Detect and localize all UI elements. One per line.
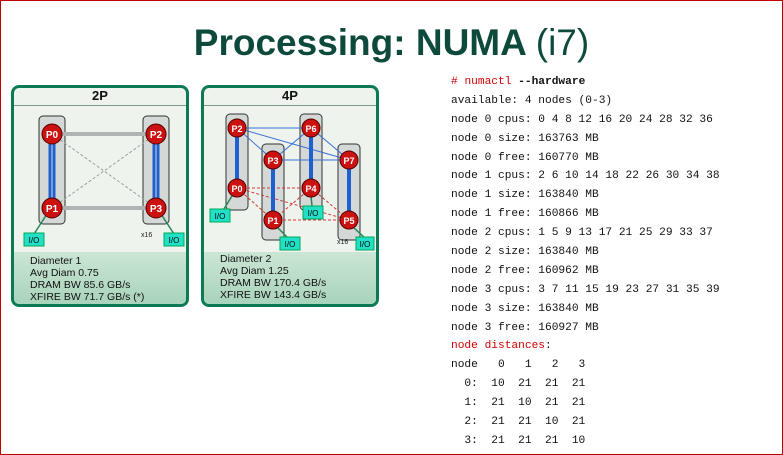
command-line: # numactl --hardware [451, 73, 720, 92]
stat-diameter: Diameter 2 [220, 253, 272, 265]
svg-text:P1: P1 [267, 216, 278, 226]
stat-avg-diam: Avg Diam 0.75 [30, 267, 99, 279]
numactl-output: # numactl --hardware available: 4 nodes … [451, 73, 720, 451]
output-line: node 3 size: 163840 MB [451, 302, 599, 315]
node-p0: P0 [41, 123, 63, 145]
distance-matrix-row: 3: 21 21 21 10 [451, 434, 586, 447]
x16-label: x16 [337, 239, 348, 246]
svg-text:P5: P5 [343, 216, 354, 226]
stat-dram-bw: DRAM BW 85.6 GB/s [30, 279, 131, 291]
stat-diameter: Diameter 1 [30, 255, 82, 267]
node-p0: P0 [227, 178, 247, 198]
distance-matrix-row: 0: 10 21 21 21 [451, 378, 586, 391]
output-line: node 2 size: 163840 MB [451, 246, 599, 259]
distance-matrix-row: 1: 21 10 21 21 [451, 397, 586, 410]
svg-text:P2: P2 [231, 124, 242, 134]
svg-text:P0: P0 [46, 130, 59, 141]
svg-text:I/O: I/O [169, 236, 180, 245]
output-line: node 2 cpus: 1 5 9 13 17 21 25 29 33 37 [451, 227, 713, 240]
blue-links [236, 127, 350, 161]
distances-label: node distances [451, 340, 545, 353]
red-links [236, 187, 350, 221]
prompt: # [451, 76, 465, 88]
topology-diagram-4p: P2 P0 P3 P1 P6 P4 P7 P5 I/O I/O I/O I/O … [209, 113, 375, 251]
distance-matrix-row: 2: 21 21 10 21 [451, 416, 586, 429]
node-p2: P2 [227, 118, 247, 138]
svg-text:P0: P0 [231, 184, 242, 194]
svg-text:I/O: I/O [29, 236, 40, 245]
topology-card-4p: 4P [201, 85, 379, 307]
stat-xfire-bw: XFIRE BW 143.4 GB/s [220, 289, 327, 301]
node-p4: P4 [301, 178, 321, 198]
node-group-right [142, 115, 170, 225]
node-p6: P6 [301, 118, 321, 138]
output-line: node 1 cpus: 2 6 10 14 18 22 26 30 34 38 [451, 170, 720, 183]
node-p3: P3 [263, 150, 283, 170]
svg-text:P2: P2 [150, 130, 163, 141]
topology-diagram-2p: P0 P1 P2 P3 I/O I/O x16 [23, 115, 185, 247]
distances-colon: : [545, 340, 552, 353]
io-box-p4: I/O [302, 205, 324, 220]
output-line: node 0 size: 163763 MB [451, 132, 599, 145]
output-line: node 0 free: 160770 MB [451, 151, 599, 164]
svg-text:P3: P3 [267, 156, 278, 166]
svg-text:I/O: I/O [308, 209, 319, 218]
io-box-p0: I/O [209, 208, 231, 223]
svg-text:P4: P4 [305, 184, 316, 194]
svg-text:I/O: I/O [215, 212, 226, 221]
title-main: Processing: NUMA [193, 22, 526, 63]
node-p1: P1 [263, 210, 283, 230]
output-line: node 1 size: 163840 MB [451, 189, 599, 202]
svg-text:P6: P6 [305, 124, 316, 134]
card-header-4p: 4P [204, 88, 376, 106]
link-p1-p2 [51, 133, 157, 209]
x16-label: x16 [141, 232, 152, 239]
svg-text:I/O: I/O [360, 240, 371, 249]
node-p2: P2 [145, 123, 167, 145]
command-arg: --hardware [511, 76, 586, 88]
io-link-left [33, 213, 48, 235]
distances-header: node distances: [451, 337, 720, 356]
node-p5: P5 [339, 210, 359, 230]
output-line: node 0 cpus: 0 4 8 12 16 20 24 28 32 36 [451, 113, 713, 126]
output-line: node 3 free: 160927 MB [451, 321, 599, 334]
svg-text:P7: P7 [343, 156, 354, 166]
node-group-left [38, 115, 66, 225]
stats-panel-4p: Diameter 2 Avg Diam 1.25 DRAM BW 170.4 G… [204, 252, 376, 304]
stats-panel-2p: Diameter 1 Avg Diam 0.75 DRAM BW 85.6 GB… [14, 252, 186, 304]
io-box-p1: I/O [279, 236, 301, 251]
svg-text:P1: P1 [46, 204, 59, 215]
node-p3: P3 [145, 197, 167, 219]
slide-title: Processing: NUMA (i7) [0, 22, 783, 64]
output-line: node 3 cpus: 3 7 11 15 19 23 27 31 35 39 [451, 283, 720, 296]
distance-matrix-row: node 0 1 2 3 [451, 359, 586, 372]
stat-xfire-bw: XFIRE BW 71.7 GB/s (*) [30, 291, 145, 303]
output-line: available: 4 nodes (0-3) [451, 94, 613, 107]
svg-text:P3: P3 [150, 204, 163, 215]
node-p1: P1 [41, 197, 63, 219]
output-line: node 1 free: 160866 MB [451, 208, 599, 221]
svg-text:I/O: I/O [285, 240, 296, 249]
link-p0-p3 [51, 133, 157, 209]
stat-dram-bw: DRAM BW 170.4 GB/s [220, 277, 327, 289]
title-sub: (i7) [535, 22, 590, 63]
output-line: node 2 free: 160962 MB [451, 264, 599, 277]
io-link-right [160, 213, 175, 235]
card-header-2p: 2P [14, 88, 186, 106]
node-p7: P7 [339, 150, 359, 170]
io-box-right: I/O [163, 232, 185, 247]
io-box-p5: I/O [355, 236, 375, 251]
io-box-left: I/O [23, 232, 45, 247]
topology-card-2p: 2P P0 P1 P2 P3 I/O I/O x16 Diameter 1 Av… [11, 85, 189, 307]
stat-avg-diam: Avg Diam 1.25 [220, 265, 289, 277]
command-name: numactl [464, 76, 512, 88]
